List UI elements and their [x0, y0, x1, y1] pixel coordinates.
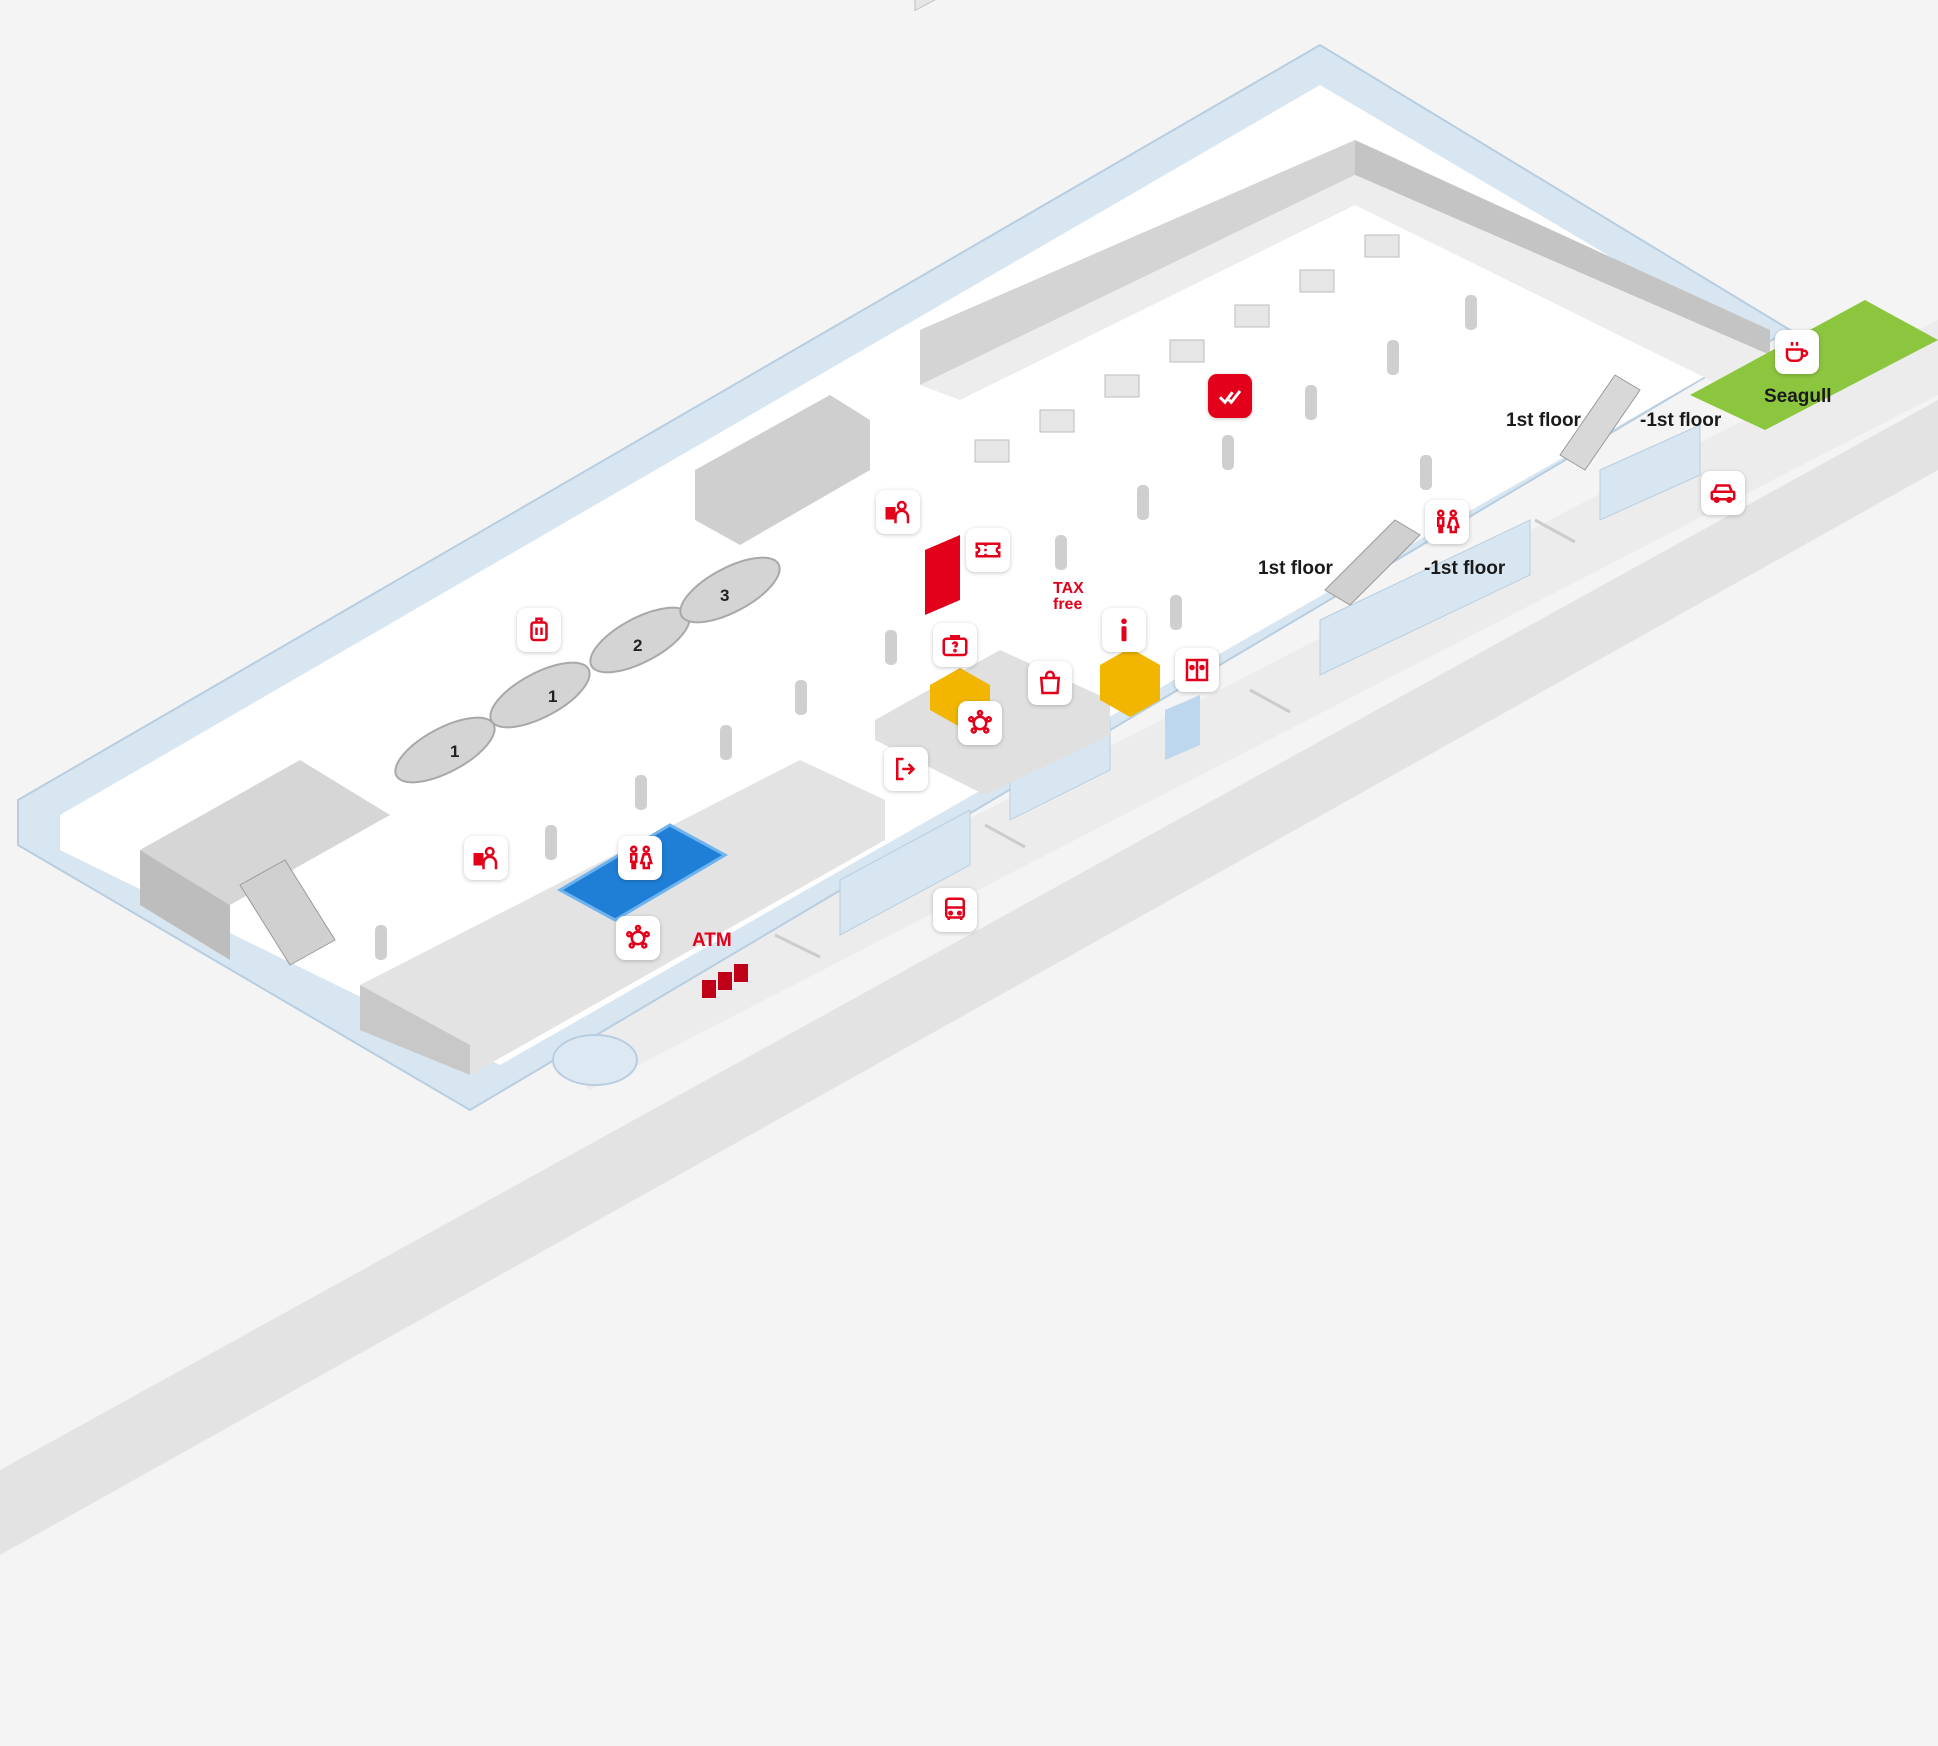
passport-control-icon[interactable] — [464, 836, 508, 880]
info-icon[interactable] — [1102, 608, 1146, 652]
atm-label[interactable]: ATM — [692, 930, 732, 951]
ticket-icon[interactable] — [966, 528, 1010, 572]
tax-free-label-line2: free — [1053, 596, 1083, 613]
front-glass-4 — [1599, 424, 1701, 521]
restroom-icon[interactable] — [618, 836, 662, 880]
check-in-icon[interactable] — [1208, 374, 1252, 418]
left-wing — [140, 760, 390, 905]
red-wall-panel — [925, 535, 960, 615]
pillars — [375, 295, 1477, 960]
front-glass-3 — [1319, 519, 1531, 676]
lost-luggage-icon[interactable] — [933, 623, 977, 667]
meeting-point-icon[interactable] — [958, 701, 1002, 745]
taxi-icon[interactable] — [1701, 471, 1745, 515]
cafe-icon[interactable] — [1775, 330, 1819, 374]
front-glass-1 — [839, 809, 971, 936]
restroom-icon[interactable] — [1425, 500, 1469, 544]
escalator-down-label: -1st floor — [1424, 558, 1506, 579]
terminal-floor — [60, 85, 1760, 1065]
stairs-up-label: 1st floor — [1506, 410, 1581, 431]
left-escalator — [239, 859, 336, 966]
checkin-desks — [914, 0, 1400, 463]
entrance-doors — [774, 518, 1576, 959]
stairs — [1559, 374, 1641, 471]
carousel-number: 1 — [450, 742, 460, 761]
carousel-number: 3 — [720, 586, 730, 605]
elevator-glass — [1165, 695, 1200, 760]
baggage-icon[interactable] — [517, 608, 561, 652]
stairs-down-label: -1st floor — [1640, 410, 1722, 431]
exit-icon[interactable] — [884, 747, 928, 791]
meeting-point-icon[interactable] — [616, 916, 660, 960]
yellow-counter-right — [1100, 648, 1160, 717]
carousel-number: 2 — [633, 636, 643, 655]
passport-control-icon[interactable] — [876, 490, 920, 534]
escalator-up-label: 1st floor — [1258, 558, 1333, 579]
elevator-icon[interactable] — [1175, 648, 1219, 692]
revolving-door — [552, 1034, 638, 1086]
cafe-name-label: Seagull — [1764, 386, 1832, 407]
baggage-carousels — [394, 556, 781, 784]
bus-icon[interactable] — [933, 888, 977, 932]
atm-machines — [702, 964, 748, 998]
road — [0, 400, 1938, 1555]
escalator — [1324, 519, 1421, 606]
service-block — [695, 395, 870, 545]
tax-free-label-line1: TAX — [1053, 580, 1084, 597]
checkin-back-wall — [920, 140, 1355, 385]
carousel-number: 1 — [548, 687, 558, 706]
shopping-icon[interactable] — [1028, 661, 1072, 705]
